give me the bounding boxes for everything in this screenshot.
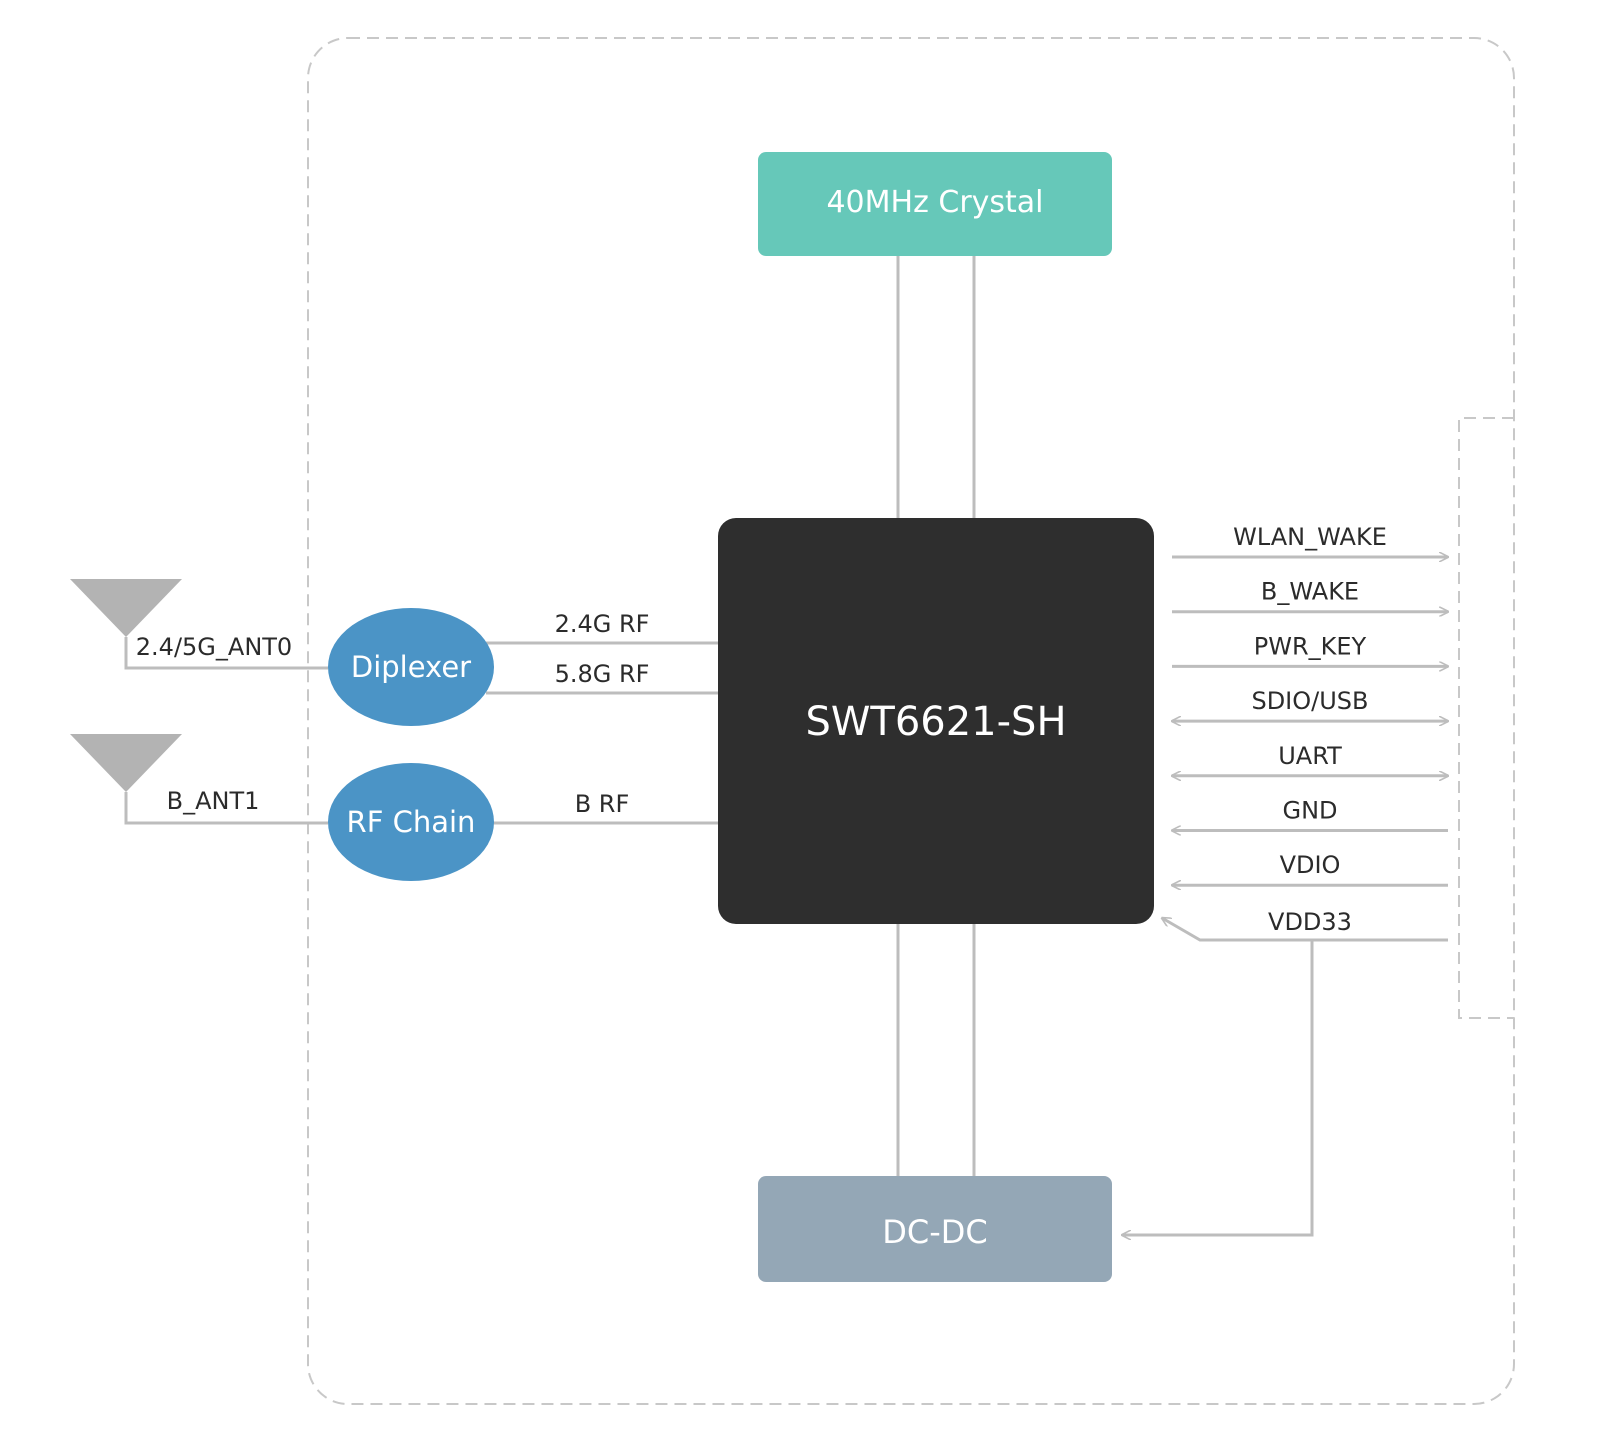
- rfchain-label: RF Chain: [347, 805, 476, 839]
- rf-links: [486, 641, 718, 825]
- signal-lines: WLAN_WAKE B_WAKE PWR_KEY SDIO/USB UART GND VDI…: [1172, 523, 1448, 936]
- crystal-block: 40MHz Crystal: [758, 152, 1112, 256]
- vdd33-dcdc-link: [1122, 918, 1448, 1235]
- brf-label: B RF: [575, 790, 630, 818]
- signal-label-b-wake: B_WAKE: [1261, 578, 1359, 606]
- dcdc-block: DC-DC: [758, 1176, 1112, 1282]
- antenna-1-icon: [70, 734, 182, 792]
- crystal-label: 40MHz Crystal: [826, 185, 1043, 220]
- module-boundary: [307, 37, 1515, 1405]
- chip-vertical-links: [896, 255, 976, 1176]
- signal-label-vdio: VDIO: [1280, 851, 1341, 879]
- connector-boundary: [1458, 417, 1514, 1019]
- chip-label: SWT6621-SH: [805, 699, 1066, 745]
- antenna-0-icon: [70, 579, 182, 637]
- rf-24g-label: 2.4G RF: [555, 610, 650, 638]
- signal-label-gnd: GND: [1282, 797, 1337, 825]
- signal-label-sdio-usb: SDIO/USB: [1251, 687, 1368, 715]
- diplexer-block: Diplexer: [328, 608, 494, 726]
- signal-label-vdd33: VDD33: [1268, 908, 1352, 936]
- antenna-1-label: B_ANT1: [167, 787, 260, 815]
- signal-label-wlan-wake: WLAN_WAKE: [1233, 523, 1387, 551]
- antenna-0: 2.4/5G_ANT0: [70, 579, 328, 670]
- dcdc-label: DC-DC: [882, 1213, 988, 1251]
- signal-label-uart: UART: [1278, 742, 1342, 770]
- rf-58g-label: 5.8G RF: [555, 660, 650, 688]
- rfchain-block: RF Chain: [328, 763, 494, 881]
- signal-label-pwr-key: PWR_KEY: [1254, 632, 1367, 660]
- diplexer-label: Diplexer: [351, 650, 471, 684]
- chip-block: SWT6621-SH: [718, 518, 1154, 924]
- antenna-0-label: 2.4/5G_ANT0: [136, 633, 292, 661]
- antenna-1: B_ANT1: [70, 734, 328, 825]
